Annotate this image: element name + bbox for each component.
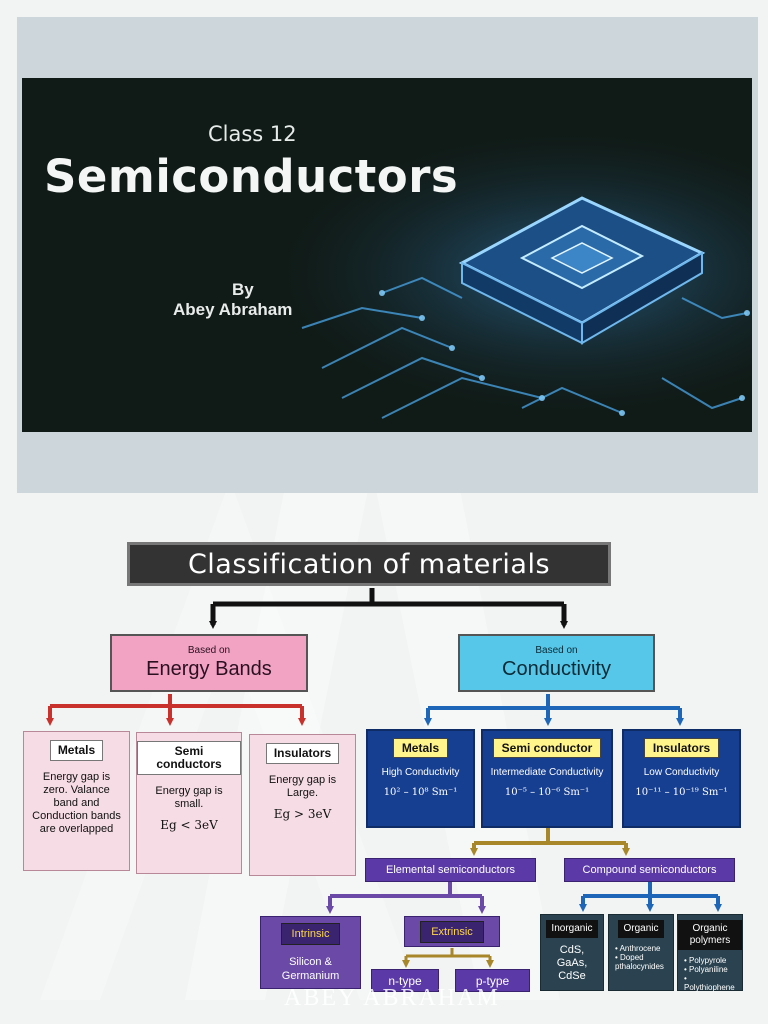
cd-metals-formula: 10² – 10⁸ Sm⁻¹ xyxy=(383,787,458,798)
cd-metals-node: Metals High Conductivity 10² – 10⁸ Sm⁻¹ xyxy=(366,729,475,828)
cd-metals-label: Metals xyxy=(392,738,449,758)
polymer-item: • Polythiophene xyxy=(684,974,735,992)
polymer-item: • Polyaniline xyxy=(684,965,728,974)
intrinsic-label: Intrinsic xyxy=(280,923,341,945)
by-label: By xyxy=(232,280,254,299)
cd-semi-node: Semi conductor Intermediate Conductivity… xyxy=(481,729,613,828)
cd-insulators-text: Low Conductivity xyxy=(643,767,720,778)
organic-item: pthalocynides xyxy=(615,962,664,971)
eb-insulators-formula: Eg > 3eV xyxy=(273,807,332,821)
cd-insulators-label: Insulators xyxy=(643,738,720,758)
intrinsic-node: Intrinsic Silicon & Germanium xyxy=(260,916,361,989)
extrinsic-node: Extrinsic xyxy=(404,916,500,947)
eb-metals-text: Energy gap is zero. Valance band and Con… xyxy=(32,771,121,835)
conductivity-prefix: Based on xyxy=(535,645,578,656)
organic-item: • Doped xyxy=(615,953,644,962)
compound-node: Compound semiconductors xyxy=(564,858,735,882)
eb-metals-node: Metals Energy gap is zero. Valance band … xyxy=(23,731,130,871)
cd-metals-text: High Conductivity xyxy=(381,767,460,778)
organic-item: • Anthrocene xyxy=(615,944,661,953)
eb-insulators-node: Insulators Energy gap is Large. Eg > 3eV xyxy=(249,734,356,876)
eb-semi-node: Semi conductors Energy gap is small. Eg … xyxy=(136,732,242,874)
cd-semi-formula: 10⁻⁵ – 10⁻⁶ Sm⁻¹ xyxy=(504,787,590,798)
eb-insulators-text: Energy gap is Large. xyxy=(268,774,337,799)
intrinsic-text: Silicon & Germanium xyxy=(281,956,340,982)
eb-metals-label: Metals xyxy=(49,740,104,761)
banner-title: Semiconductors xyxy=(44,150,459,203)
cd-semi-text: Intermediate Conductivity xyxy=(490,767,604,778)
inorganic-label: Inorganic xyxy=(546,920,598,938)
organic-node: Organic • Anthrocene • Doped pthalocynid… xyxy=(608,914,674,991)
conductivity-label: Conductivity xyxy=(502,658,611,680)
diagram-title: Classification of materials xyxy=(127,542,611,586)
p-type-node: p-type xyxy=(455,969,530,992)
eb-insulators-label: Insulators xyxy=(265,743,340,764)
watermark-text: ABEY ABRAHAM xyxy=(284,985,500,1011)
author-name: Abey Abraham xyxy=(173,300,293,319)
organic-list: • Anthrocene • Doped pthalocynides xyxy=(609,938,673,971)
cd-semi-label: Semi conductor xyxy=(492,738,602,758)
class-label: Class 12 xyxy=(208,122,297,146)
elemental-node: Elemental semiconductors xyxy=(365,858,536,882)
energy-bands-prefix: Based on xyxy=(187,645,231,656)
energy-bands-label: Energy Bands xyxy=(146,658,272,680)
organic-polymers-node: Organic polymers • Polypyrole • Polyanil… xyxy=(677,914,743,992)
cd-insulators-formula: 10⁻¹¹ – 10⁻¹⁹ Sm⁻¹ xyxy=(635,787,728,798)
organic-polymers-label: Organic polymers xyxy=(678,920,742,950)
inorganic-text: CdS, GaAs, CdSe xyxy=(556,944,588,982)
eb-semi-label: Semi conductors xyxy=(137,741,241,775)
conductivity-node: Based on Conductivity xyxy=(458,634,655,692)
inorganic-node: Inorganic CdS, GaAs, CdSe xyxy=(540,914,604,991)
organic-polymers-list: • Polypyrole • Polyaniline • Polythiophe… xyxy=(678,950,742,992)
polymer-item: • Polypyrole xyxy=(684,956,727,965)
eb-semi-formula: Eg < 3eV xyxy=(160,818,218,832)
extrinsic-label: Extrinsic xyxy=(420,921,484,943)
cd-insulators-node: Insulators Low Conductivity 10⁻¹¹ – 10⁻¹… xyxy=(622,729,741,828)
n-type-node: n-type xyxy=(371,969,439,992)
organic-label: Organic xyxy=(618,920,664,938)
chip-illustration xyxy=(22,78,752,432)
eb-semi-text: Energy gap is small. xyxy=(155,785,223,810)
energy-bands-node: Based on Energy Bands xyxy=(110,634,308,692)
